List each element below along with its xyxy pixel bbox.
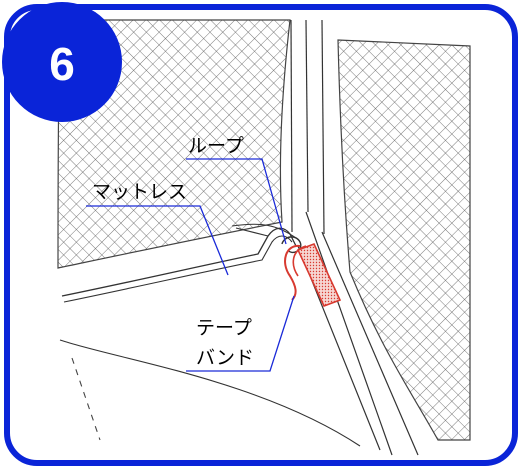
mattress-edge [61, 227, 297, 297]
label-mattress: マットレス [92, 181, 187, 203]
step-number: 6 [49, 38, 75, 90]
mesh-panel-right [337, 39, 471, 441]
leader-tape-band [186, 295, 295, 372]
leader-loop [186, 158, 287, 245]
tape-band [296, 242, 342, 308]
loop [281, 236, 302, 254]
label-tape-line2: バンド [196, 347, 254, 369]
leader-mattress [86, 205, 229, 276]
label-loop: ループ [188, 135, 244, 157]
label-tape-line1: テープ [196, 317, 252, 339]
step-badge [2, 2, 122, 122]
